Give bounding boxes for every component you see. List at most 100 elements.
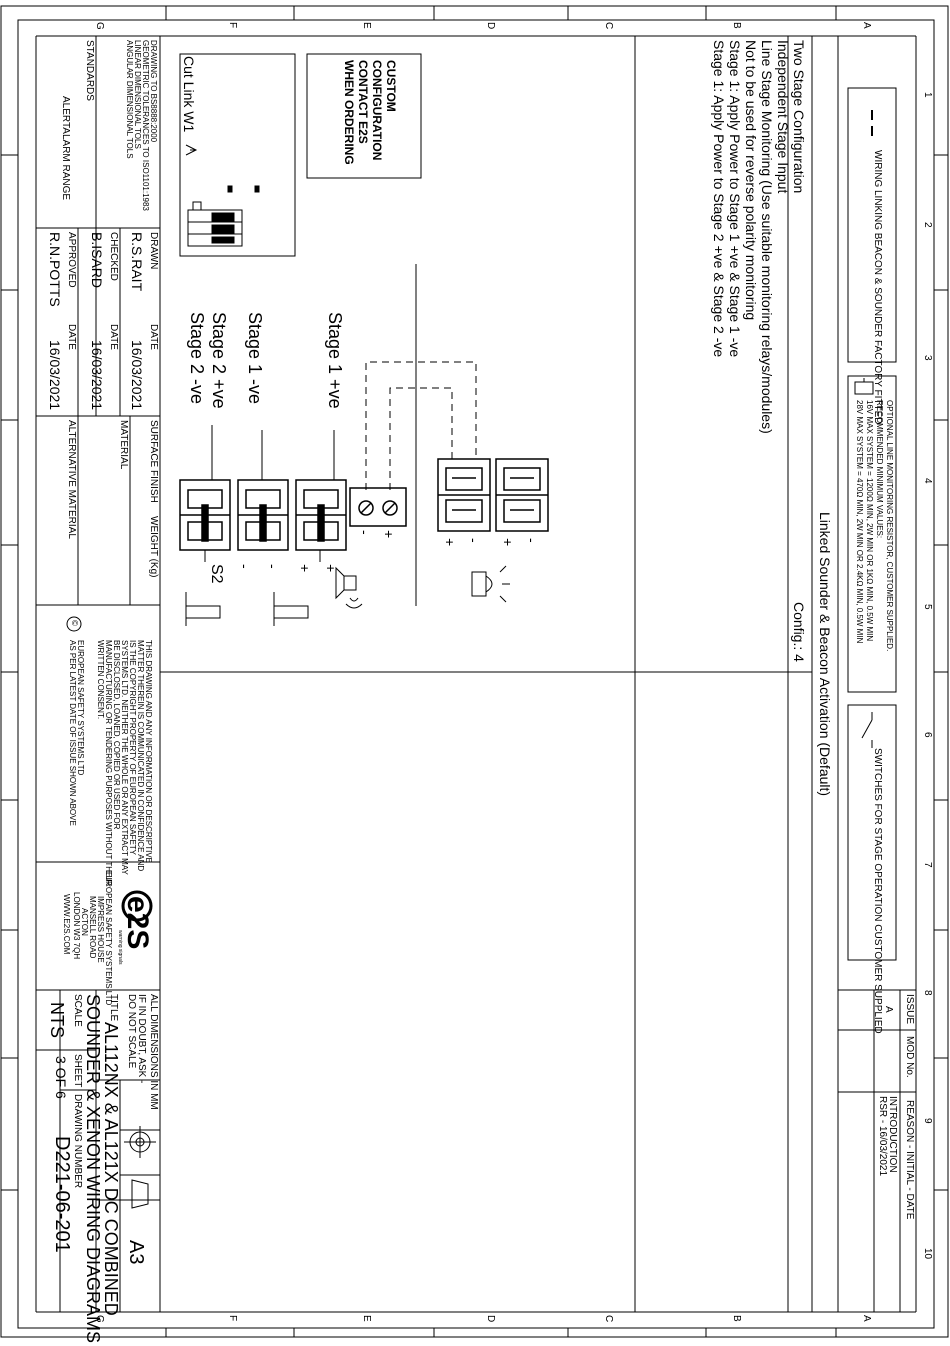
address-line: MANSELL ROAD xyxy=(88,896,97,959)
beacon-icon xyxy=(471,565,510,603)
address-line: EUROPEAN SAFETY SYSTEMS LTD xyxy=(104,870,113,1006)
custom-config-line: CONFIGURATION xyxy=(370,60,384,161)
zone-letter: B xyxy=(731,1315,742,1322)
zone-number: 5 xyxy=(922,604,933,610)
rev-header-reason: REASON - INITIAL - DATE xyxy=(904,1100,915,1220)
beacon-terminal-blocks xyxy=(437,458,549,532)
custom-config-line: WHEN ORDERING xyxy=(342,60,356,165)
address-line: LONDON W3 7QH xyxy=(72,892,81,960)
stage2-pos-label: Stage 2 +ve xyxy=(209,312,229,409)
drawing-title: AL112NX & AL121X DC COMBINED xyxy=(101,1022,121,1316)
standards-line: LINEAR DIMENSIONAL TOLS xyxy=(133,40,142,149)
sheet-label: SHEET xyxy=(72,1054,83,1088)
scale-label: SCALE xyxy=(72,994,83,1027)
address-line: IMPRESS HOUSE xyxy=(96,896,105,963)
custom-config-line: CONTACT E2S xyxy=(356,60,370,144)
zone-number: 6 xyxy=(922,732,933,738)
e2s-logo: e2S xyxy=(121,896,154,950)
approved-label: APPROVED xyxy=(66,232,77,288)
polarity-minus: - xyxy=(265,564,281,569)
zone-letter: A xyxy=(861,1315,872,1322)
polarity-minus: - xyxy=(237,564,253,569)
cut-link-label: Cut Link W1 xyxy=(181,56,197,133)
alt-material-label: ALTERNATIVE MATERIAL xyxy=(66,420,77,539)
zone-letter: D xyxy=(485,1315,496,1323)
drawing-number: D221-06-201 xyxy=(51,1136,73,1253)
standards-label: STANDARDS xyxy=(84,40,95,101)
copyright-circle xyxy=(66,616,82,632)
rev-header-issue: ISSUE xyxy=(904,994,915,1025)
wires xyxy=(204,264,477,606)
scale-value: NTS xyxy=(47,1002,67,1038)
zone-letter: C xyxy=(603,22,614,30)
polarity-plus: + xyxy=(381,530,397,539)
stage2-neg-label: Stage 2 -ve xyxy=(187,312,207,405)
zone-number: 7 xyxy=(922,862,933,868)
copyright-foot: EUROPEAN SAFETY SYSTEMS LTD xyxy=(76,640,85,776)
stage-switches xyxy=(185,592,309,626)
zone-letter: G xyxy=(94,22,105,30)
zone-letter: F xyxy=(227,1315,238,1322)
drawn-by: R.S.RAIT xyxy=(129,232,145,292)
checked-label: CHECKED xyxy=(108,232,119,281)
doubt-note: DO NOT SCALE xyxy=(126,994,137,1069)
resistor-terminal xyxy=(349,487,407,527)
doubt-note: IF IN DOUBT, ASK - xyxy=(136,994,147,1084)
surface-finish-label: SURFACE FINISH xyxy=(148,420,159,503)
copyright-line: BE DISCLOSED, LOANED, COPIED OR USED FOR xyxy=(112,640,121,830)
switch-legend: SWITCHES FOR STAGE OPERATION CUSTOMER SU… xyxy=(872,748,883,1034)
wiring-link-legend-box xyxy=(847,87,897,363)
copyright-line: THIS DRAWING AND ANY INFORMATION OR DESC… xyxy=(144,640,153,863)
standards-line: DRAWING TO BS8888:2000 xyxy=(149,40,158,143)
drawing-number-label: DRAWING NUMBER xyxy=(72,1094,83,1189)
zone-number: 1 xyxy=(922,92,933,98)
note-line: Independent Stage Input xyxy=(775,40,791,194)
polarity-minus: - xyxy=(357,530,373,535)
date-label: DATE xyxy=(148,324,159,350)
zone-number: 8 xyxy=(922,990,933,996)
drawn-date: 16/03/2021 xyxy=(129,340,145,411)
cut-link-box xyxy=(179,53,296,257)
zone-number: 10 xyxy=(922,1248,933,1260)
stage-terminal-blocks xyxy=(179,479,347,551)
copyright-symbol: © xyxy=(70,620,79,626)
copyright-line: WRITTEN CONSENT. xyxy=(96,640,105,720)
zone-letter: B xyxy=(731,22,742,29)
paper-size: A3 xyxy=(125,1240,147,1265)
sheet-value: 3 OF 6 xyxy=(53,1056,69,1099)
s2-label: S2 xyxy=(208,564,225,584)
copyright-line: SYSTEMS LTD. NEITHER THE WHOLE OR ANY EX… xyxy=(120,640,129,875)
switch-legend-box xyxy=(847,704,897,961)
polarity-plus: + xyxy=(442,538,458,547)
drawing-title: SOUNDER & XENON WIRING DIAGRAMS xyxy=(83,994,103,1344)
zone-number: 3 xyxy=(922,355,933,361)
polarity-minus: - xyxy=(466,538,482,543)
e2s-logo-mark xyxy=(121,890,153,922)
resistor-legend-box xyxy=(847,375,897,693)
rev-header-mod: MOD No. xyxy=(904,1036,915,1078)
wiring-link-legend: WIRING LINKING BEACON & SOUNDER FACTORY … xyxy=(872,150,883,425)
stage1-pos-label: Stage 1 +ve xyxy=(325,312,345,409)
address-line: WWW.E2S.COM xyxy=(62,894,71,955)
config-label: Config.: 4 xyxy=(791,602,807,662)
standards-line: GEOMETRIC TOLERANCES TO ISO1101:1983 xyxy=(141,40,150,211)
date-label: DATE xyxy=(66,324,77,350)
link-terminal-block xyxy=(185,144,260,247)
zone-number: 2 xyxy=(922,222,933,228)
sounder-icon xyxy=(335,566,363,609)
copyright-line: MANUFACTURING OR TENDERING PURPOSES WITH… xyxy=(104,640,113,886)
zone-letter: D xyxy=(485,22,496,30)
dims-note: ALL DIMENSIONS IN MM xyxy=(148,994,159,1110)
resistor-legend-line: 28V MAX SYSTEM = 470Ω MIN, 2W MIN OR 2.4… xyxy=(855,400,864,644)
address-line: ACTON xyxy=(80,908,89,936)
standards-line: ANGULAR DIMENSIONAL TOLS xyxy=(125,40,134,159)
copyright-line: MATTER THEREIN IS COMMUNICATED IN CONFID… xyxy=(136,640,145,872)
zone-letter: E xyxy=(361,22,372,29)
resistor-legend-line: RECOMMENDED MINIMUM VALUES: xyxy=(875,400,884,539)
title-label: TITLE xyxy=(108,994,119,1022)
checked-date: 16/03/2021 xyxy=(89,340,105,411)
inner-border xyxy=(17,19,935,1329)
zone-number: 9 xyxy=(922,1118,933,1124)
rev-initial-date: RSR - 16/03/2021 xyxy=(877,1096,888,1177)
custom-config-line: CUSTOM xyxy=(384,60,398,112)
